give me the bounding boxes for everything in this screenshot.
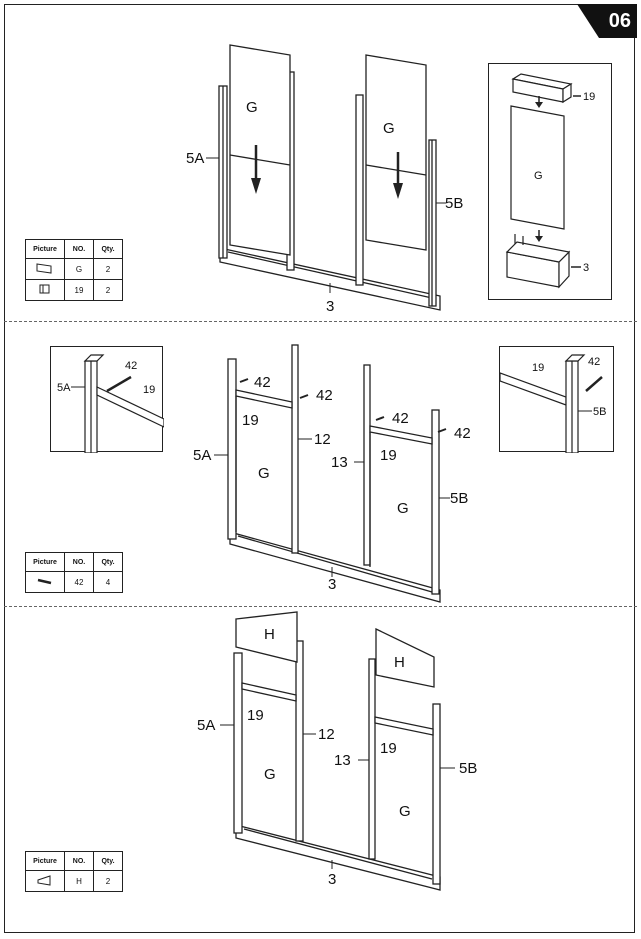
label-top-panel-h: H: [394, 654, 405, 671]
step2-detail-right: 42 5B 19: [499, 346, 614, 454]
label-screw-42: 42: [454, 425, 471, 442]
detail-label-post-5a: 5A: [57, 382, 71, 394]
table-header: Picture: [25, 552, 65, 572]
table-header: Qty.: [93, 552, 123, 572]
post-12: [295, 640, 304, 842]
step2-parts-table: Picture NO. Qty. 42 4: [25, 552, 123, 593]
label-bar-19: 19: [247, 707, 264, 724]
screw-icon: [25, 571, 65, 593]
step2-detail-left: 42 5A 19: [50, 346, 165, 454]
detail-label-screw-42: 42: [125, 360, 137, 372]
top-panel-icon: [25, 870, 65, 892]
table-row: 42 4: [25, 571, 123, 593]
label-top-panel-h: H: [264, 626, 275, 643]
label-post-5b: 5B: [459, 760, 477, 777]
bar-19-left: [241, 682, 297, 702]
label-post-5a: 5A: [193, 447, 211, 464]
step2-main-illustration: 42 42 42 42 19 19 12 13 5A 5B G G 3: [193, 344, 471, 603]
label-panel-g: G: [258, 465, 270, 482]
post-13: [368, 658, 376, 860]
post-5b: [431, 409, 440, 595]
label-screw-42: 42: [316, 387, 333, 404]
label-panel-g: G: [383, 120, 395, 137]
table-header: Qty.: [93, 851, 123, 871]
post-5b: [432, 703, 441, 885]
label-post-12: 12: [318, 726, 335, 743]
bar-19-right: [374, 716, 434, 736]
detail-label-cap-19: 19: [583, 91, 595, 103]
label-post-5b: 5B: [450, 490, 468, 507]
down-arrows: [254, 145, 400, 185]
label-screw-42: 42: [392, 410, 409, 427]
step1-parts-table: Picture NO. Qty. G 2 19 2: [25, 239, 123, 301]
table-row: G 2: [25, 258, 123, 280]
table-header: NO.: [64, 552, 94, 572]
step3-main-illustration: H H 19 19 12 13 5A 5B G G 3: [197, 611, 477, 891]
base-rail-3: [235, 824, 441, 891]
detail-label-bar-19: 19: [143, 384, 155, 396]
post-13: [363, 364, 371, 566]
page-frame: [4, 4, 635, 933]
post-5a: [227, 358, 237, 540]
table-row: 19 2: [25, 279, 123, 301]
label-post-5a: 5A: [186, 150, 204, 167]
label-post-5b: 5B: [445, 195, 463, 212]
label-base-3: 3: [326, 298, 334, 315]
detail-label-bar-19: 19: [532, 362, 544, 374]
panel-icon: [25, 258, 65, 280]
label-bar-19: 19: [380, 447, 397, 464]
post-5a: [233, 652, 243, 834]
section-divider: [4, 606, 637, 607]
panel-g-left: [229, 44, 291, 256]
table-header: NO.: [64, 851, 94, 871]
top-panel-h-right: [375, 627, 435, 688]
detail-label-post-5b: 5B: [593, 406, 606, 418]
panel-g-right: [365, 54, 427, 251]
label-post-5a: 5A: [197, 717, 215, 734]
bar-19-left: [235, 389, 293, 409]
detail-label-screw-42: 42: [588, 356, 600, 368]
label-panel-g: G: [399, 803, 411, 820]
label-panel-g: G: [264, 766, 276, 783]
page-number-tab: 06: [577, 4, 637, 38]
step1-detail-box: 19 G 3: [488, 63, 612, 300]
step3-parts-table: Picture NO. Qty. H 2: [25, 851, 123, 892]
panel-g-detail: [510, 105, 565, 230]
screws: [239, 378, 447, 433]
label-post-12: 12: [314, 431, 331, 448]
label-panel-g: G: [246, 99, 258, 116]
cap-icon: [25, 279, 65, 301]
detail-label-panel-g: G: [534, 170, 543, 182]
label-bar-19: 19: [380, 740, 397, 757]
table-header: Qty.: [93, 239, 123, 259]
label-post-13: 13: [334, 752, 351, 769]
table-header: Picture: [25, 239, 65, 259]
page-number: 06: [608, 10, 631, 32]
top-panel-h-left: [235, 611, 298, 663]
table-row: H 2: [25, 870, 123, 892]
label-base-3: 3: [328, 576, 336, 593]
step1-main-illustration: G G 5A 5B 3: [186, 44, 463, 315]
bar-19-right: [369, 425, 433, 445]
detail-label-base-3: 3: [583, 262, 589, 274]
label-screw-42: 42: [254, 374, 271, 391]
label-post-13: 13: [331, 454, 348, 471]
post-12: [291, 344, 299, 554]
table-header: Picture: [25, 851, 65, 871]
label-bar-19: 19: [242, 412, 259, 429]
label-panel-g: G: [397, 500, 409, 517]
section-divider: [4, 321, 637, 322]
table-header: NO.: [64, 239, 94, 259]
post-middle-right: [355, 94, 364, 286]
label-base-3: 3: [328, 871, 336, 888]
